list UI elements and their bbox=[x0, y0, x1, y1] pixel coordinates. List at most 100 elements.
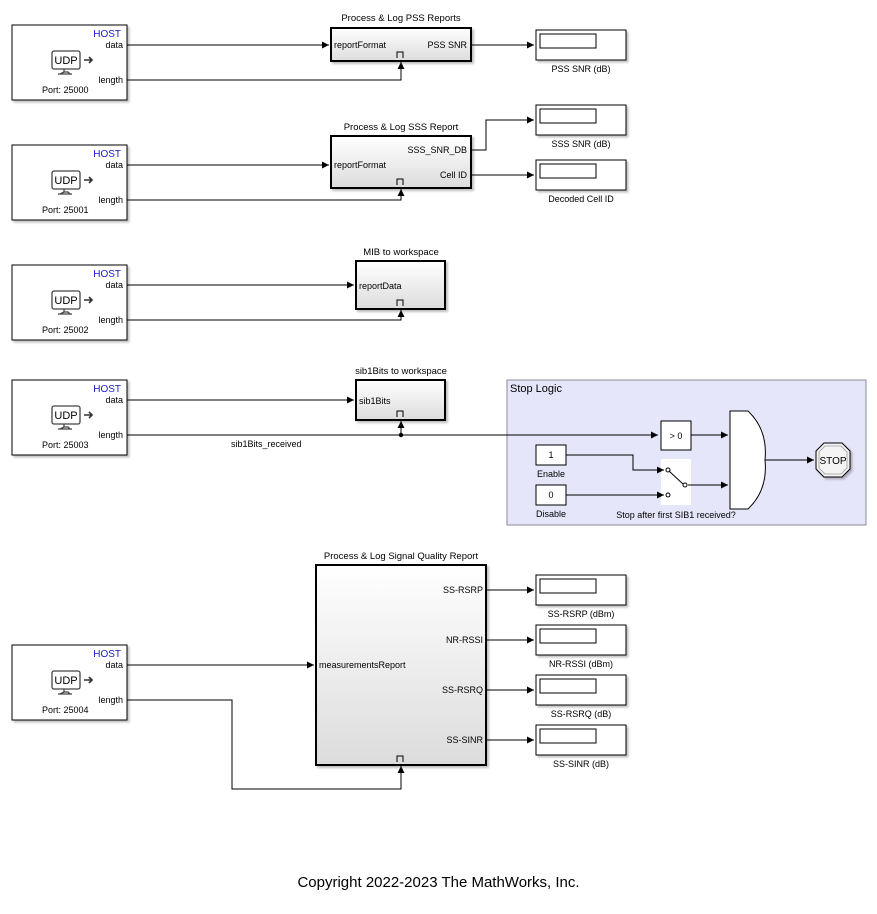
switch-block[interactable] bbox=[661, 459, 691, 505]
pss-input-port-label: reportFormat bbox=[334, 40, 387, 50]
udp-icon-text: UDP bbox=[54, 410, 77, 422]
udp-length-port-label: length bbox=[98, 695, 123, 705]
monitor-udp-icon: UDP bbox=[51, 170, 94, 195]
udp-host-label: HOST bbox=[93, 384, 121, 395]
trigger-icon bbox=[396, 299, 404, 306]
constant-label: Enable bbox=[537, 469, 565, 479]
arrow-right-icon bbox=[84, 676, 94, 684]
signal-line[interactable] bbox=[127, 62, 405, 81]
trigger-icon bbox=[396, 178, 404, 185]
switch-contact bbox=[682, 482, 688, 488]
display-value-box bbox=[539, 163, 597, 179]
display-label: SS-RSRQ (dB) bbox=[551, 709, 612, 719]
sib1-subsystem-title: sib1Bits to workspace bbox=[355, 366, 447, 377]
compare-to-zero-block[interactable]: > 0 bbox=[660, 420, 692, 451]
trigger-icon bbox=[396, 51, 404, 58]
signal-line[interactable] bbox=[127, 189, 405, 201]
sq-output-port-label: SS-SINR bbox=[446, 735, 483, 745]
compare-block-label: > 0 bbox=[670, 431, 683, 441]
signal-line[interactable] bbox=[127, 310, 405, 321]
compare-block[interactable] bbox=[660, 420, 692, 451]
udp-host-label: HOST bbox=[93, 269, 121, 280]
udp-port-label: Port: 25003 bbox=[42, 440, 89, 450]
mib-input-port-label: reportData bbox=[359, 281, 402, 291]
sq-subsystem-block[interactable] bbox=[315, 564, 487, 766]
monitor-udp-icon: UDP bbox=[51, 290, 94, 315]
constant-value: 0 bbox=[548, 490, 553, 500]
sss-subsystem-title: Process & Log SSS Report bbox=[344, 122, 459, 133]
udp-data-port-label: data bbox=[105, 40, 123, 50]
sinr-display[interactable]: SS-SINR (dB) bbox=[535, 724, 627, 769]
sq-input-port-label: measurementsReport bbox=[319, 660, 406, 670]
signal-line[interactable] bbox=[471, 116, 534, 151]
rssi-display[interactable]: NR-RSSI (dBm) bbox=[535, 624, 627, 669]
mib-subsystem-title: MIB to workspace bbox=[363, 247, 439, 258]
display-value-box bbox=[539, 108, 597, 124]
pss-snr-display[interactable]: PSS SNR (dB) bbox=[535, 29, 627, 74]
cell-id-display[interactable]: Decoded Cell ID bbox=[535, 159, 627, 204]
udp-host-label: HOST bbox=[93, 649, 121, 660]
display-value-box bbox=[539, 678, 597, 694]
sq-output-port-label: SS-RSRQ bbox=[442, 685, 483, 695]
udp-icon-text: UDP bbox=[54, 55, 77, 67]
branch-point bbox=[398, 432, 404, 438]
pss-subsystem-block[interactable] bbox=[330, 27, 472, 62]
arrow-right-icon bbox=[84, 411, 94, 419]
switch-lever bbox=[668, 470, 684, 485]
sss-subsystem[interactable]: Process & Log SSS Report reportFormat SS… bbox=[330, 122, 472, 189]
display-value-box bbox=[539, 728, 597, 744]
udp-port-label: Port: 25000 bbox=[42, 85, 89, 95]
udp-data-port-label: data bbox=[105, 280, 123, 290]
monitor-udp-icon: UDP bbox=[51, 670, 94, 695]
udp-data-port-label: data bbox=[105, 660, 123, 670]
manual-switch-block[interactable]: Stop after first SIB1 received? bbox=[616, 459, 736, 520]
signal-line[interactable] bbox=[127, 699, 405, 790]
udp-host-label: HOST bbox=[93, 149, 121, 160]
monitor-udp-icon: UDP bbox=[51, 405, 94, 430]
rsrq-display[interactable]: SS-RSRQ (dB) bbox=[535, 674, 627, 719]
arrow-right-icon bbox=[84, 296, 94, 304]
display-value-box bbox=[539, 33, 597, 49]
arrow-right-icon bbox=[84, 56, 94, 64]
constant-label: Disable bbox=[536, 509, 566, 519]
disable-constant-block[interactable]: 0 Disable bbox=[535, 484, 567, 519]
sib1-subsystem-block[interactable] bbox=[355, 379, 446, 421]
stop-sign-icon[interactable] bbox=[815, 442, 851, 478]
copyright-footer: Copyright 2022-2023 The MathWorks, Inc. bbox=[297, 874, 580, 891]
trigger-icon bbox=[396, 755, 404, 762]
display-label: Decoded Cell ID bbox=[548, 194, 614, 204]
sib1-subsystem[interactable]: sib1Bits to workspace sib1Bits bbox=[355, 366, 447, 421]
enable-constant-block[interactable]: 1 Enable bbox=[535, 444, 567, 479]
monitor-udp-icon: UDP bbox=[51, 50, 94, 75]
display-label: SSS SNR (dB) bbox=[551, 139, 610, 149]
signal-line[interactable] bbox=[566, 454, 664, 474]
udp-data-port-label: data bbox=[105, 160, 123, 170]
sss-output-port-label: Cell ID bbox=[440, 170, 468, 180]
display-label: SS-SINR (dB) bbox=[553, 759, 609, 769]
udp-icon-text: UDP bbox=[54, 295, 77, 307]
sss-output-port-label: SSS_SNR_DB bbox=[407, 145, 467, 155]
display-label: NR-RSSI (dBm) bbox=[549, 659, 613, 669]
stop-block[interactable]: STOP bbox=[815, 442, 851, 478]
sib1-input-port-label: sib1Bits bbox=[359, 396, 391, 406]
rsrp-display[interactable]: SS-RSRP (dBm) bbox=[535, 574, 627, 619]
udp-length-port-label: length bbox=[98, 430, 123, 440]
sq-output-port-label: NR-RSSI bbox=[446, 635, 483, 645]
stop-sign-inner bbox=[818, 445, 848, 475]
sss-input-port-label: reportFormat bbox=[334, 160, 387, 170]
pss-subsystem[interactable]: Process & Log PSS Reports reportFormat P… bbox=[330, 13, 472, 62]
udp-block-body[interactable] bbox=[11, 24, 128, 101]
constant-value: 1 bbox=[548, 450, 553, 460]
mib-subsystem-block[interactable] bbox=[355, 260, 446, 310]
arrow-right-icon bbox=[84, 176, 94, 184]
signal-quality-subsystem[interactable]: Process & Log Signal Quality Report meas… bbox=[315, 551, 487, 766]
mib-subsystem[interactable]: MIB to workspace reportData bbox=[355, 247, 446, 310]
pss-subsystem-title: Process & Log PSS Reports bbox=[341, 13, 461, 24]
display-value-box bbox=[539, 578, 597, 594]
sss-snr-display[interactable]: SSS SNR (dB) bbox=[535, 104, 627, 149]
